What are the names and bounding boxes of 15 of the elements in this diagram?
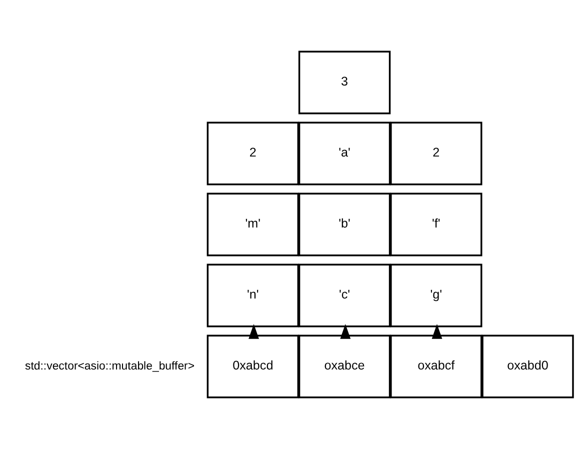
node-box: 2: [206, 122, 300, 186]
node-box: 'c': [298, 264, 391, 328]
arrow: [432, 324, 442, 339]
node-box: 'b': [298, 192, 391, 256]
arrow: [340, 324, 351, 339]
node-box: 2: [390, 122, 482, 186]
node-box: 3: [298, 50, 391, 114]
node-box: 'g': [390, 264, 482, 328]
arrow: [248, 324, 259, 339]
node-box: 'n': [206, 264, 300, 328]
label: std::vector<asio::mutable_buffer>: [25, 360, 195, 372]
node-box: 'a': [298, 122, 391, 186]
node-box: 'f': [390, 192, 482, 256]
node-box: 'm': [206, 192, 300, 256]
node-box: oxabd0: [482, 334, 574, 398]
